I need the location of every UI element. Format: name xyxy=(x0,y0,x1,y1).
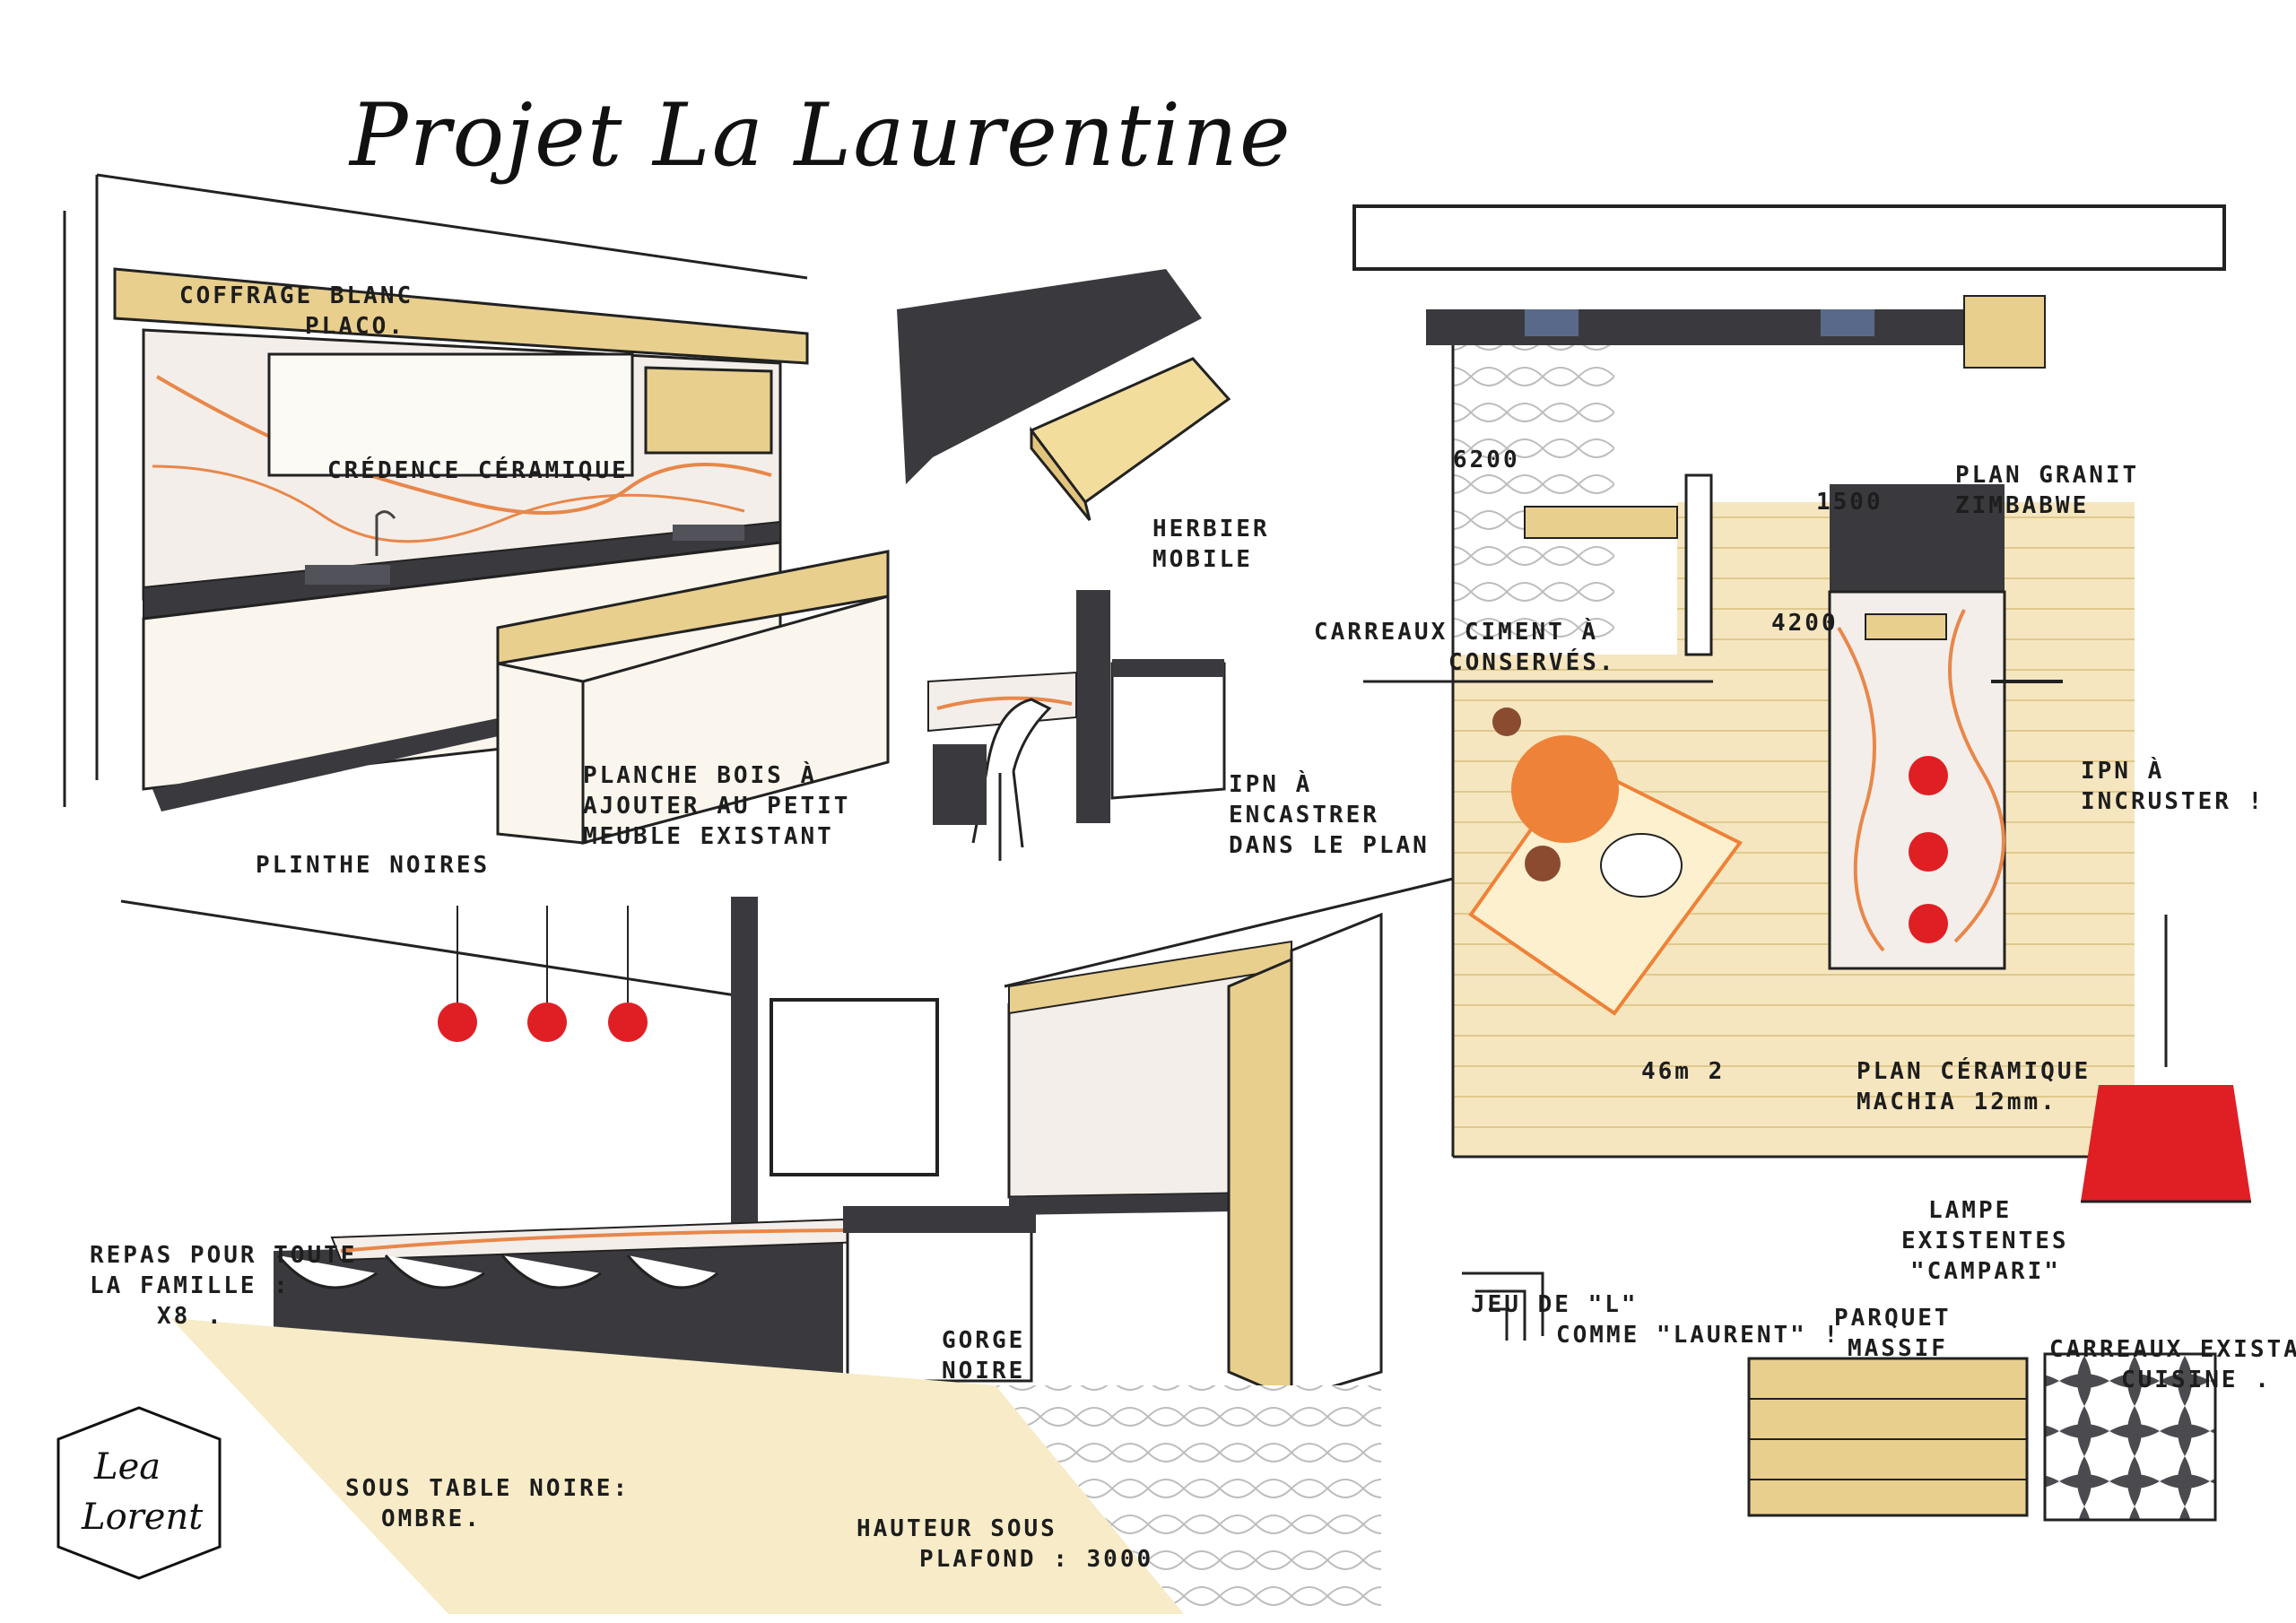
label-jeu-de-l: JEU DE "L"COMME "LAURENT" ! xyxy=(1471,1291,1841,1349)
kitchen-perspective-sketch xyxy=(63,173,890,845)
label-surface: 46m 2 xyxy=(1641,1058,1726,1085)
label-dim-6200: 6200 xyxy=(1453,447,1520,473)
campari-lamp-sketch xyxy=(2081,915,2251,1203)
floor-plan xyxy=(1352,204,2226,1159)
logo-line-1: Lea xyxy=(94,1446,161,1488)
page-title: Projet La Laurentine xyxy=(350,85,1292,186)
dining-perspective-sketch xyxy=(120,877,1454,1614)
herbier-sketch xyxy=(897,269,1231,521)
l-symbol-sketch xyxy=(1462,1271,1544,1341)
logo-house-outline-icon xyxy=(57,1406,222,1580)
label-dim-1500: 1500 xyxy=(1816,489,1883,516)
label-sous-table: SOUS TABLE NOIRE:OMBRE. xyxy=(345,1475,631,1532)
label-dim-4200: 4200 xyxy=(1771,610,1839,637)
logo-line-2: Lorent xyxy=(82,1497,204,1538)
material-swatches xyxy=(1747,1352,2217,1522)
designer-logo: Lea Lorent xyxy=(49,1403,229,1583)
label-credence: CRÉDENCE CÉRAMIQUE xyxy=(327,457,629,484)
label-carreaux-existants: CARREAUX EXISTANTSCUISINE . xyxy=(2049,1336,2296,1393)
label-plinthe: PLINTHE NOIRES xyxy=(256,852,491,879)
ipn-sketch xyxy=(927,590,1226,861)
